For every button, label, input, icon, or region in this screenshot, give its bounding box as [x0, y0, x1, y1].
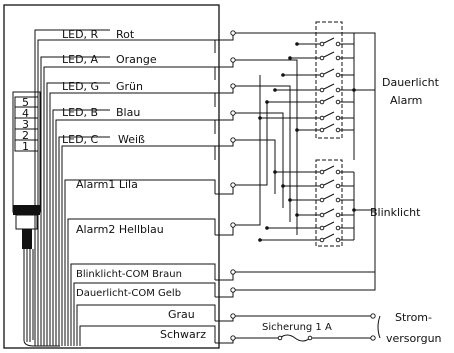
housing-box — [3, 4, 220, 349]
label-dauerlicht: Dauerlicht — [382, 76, 440, 89]
label-gruen: Grün — [116, 80, 143, 93]
label-led-b: LED, B — [62, 106, 98, 119]
label-orange: Orange — [116, 53, 157, 66]
label-versorgung: versorgun — [386, 332, 442, 345]
label-sicherung: Sicherung 1 A — [262, 322, 332, 333]
cable-bundle — [23, 249, 60, 347]
label-alarm2: Alarm2 Hellblau — [76, 223, 164, 236]
cable-frames — [34, 29, 216, 346]
fuse-symbol: Sicherung 1 A — [262, 322, 332, 342]
wire-terminals — [230, 30, 376, 341]
junction-dots — [258, 42, 356, 242]
label-led-g: LED, G — [62, 80, 99, 93]
power-supply-bracket — [377, 315, 381, 339]
label-schwarz: Schwarz — [160, 328, 206, 341]
dauerlicht-switch-group — [260, 21, 375, 139]
label-rot: Rot — [116, 28, 135, 41]
tower-mount — [22, 229, 32, 249]
tower-base-band — [13, 205, 40, 215]
label-blau: Blau — [116, 106, 140, 119]
label-dauerlicht-com: Dauerlicht-COM Gelb — [76, 288, 181, 299]
label-blinklicht-com: Blinklicht-COM Braun — [76, 269, 182, 280]
label-led-c: LED, C — [62, 133, 99, 146]
wire-labels: LED, R Rot LED, A Orange LED, G Grün LED… — [62, 28, 206, 341]
label-strom: Strom- — [395, 311, 432, 324]
label-blinklicht: Blinklicht — [370, 206, 421, 219]
output-wires — [215, 32, 376, 344]
label-grau: Grau — [168, 308, 195, 321]
label-led-r: LED, R — [62, 28, 99, 41]
label-led-a: LED, A — [62, 53, 99, 66]
tower-segment-2: 2 — [22, 129, 29, 142]
tower-segment-5: 5 — [22, 96, 29, 109]
blinklicht-switch-group — [260, 159, 368, 247]
label-alarm1: Alarm1 Lila — [76, 178, 138, 191]
signal-tower: 5 4 3 2 1 — [12, 91, 41, 249]
tower-segment-3: 3 — [22, 118, 29, 131]
right-labels: Dauerlicht Alarm Blinklicht Strom- verso… — [370, 76, 442, 345]
tower-segment-4: 4 — [22, 107, 29, 120]
label-alarm: Alarm — [390, 94, 422, 107]
label-weiss: Weiß — [118, 133, 145, 146]
tower-segment-1: 1 — [22, 140, 29, 153]
